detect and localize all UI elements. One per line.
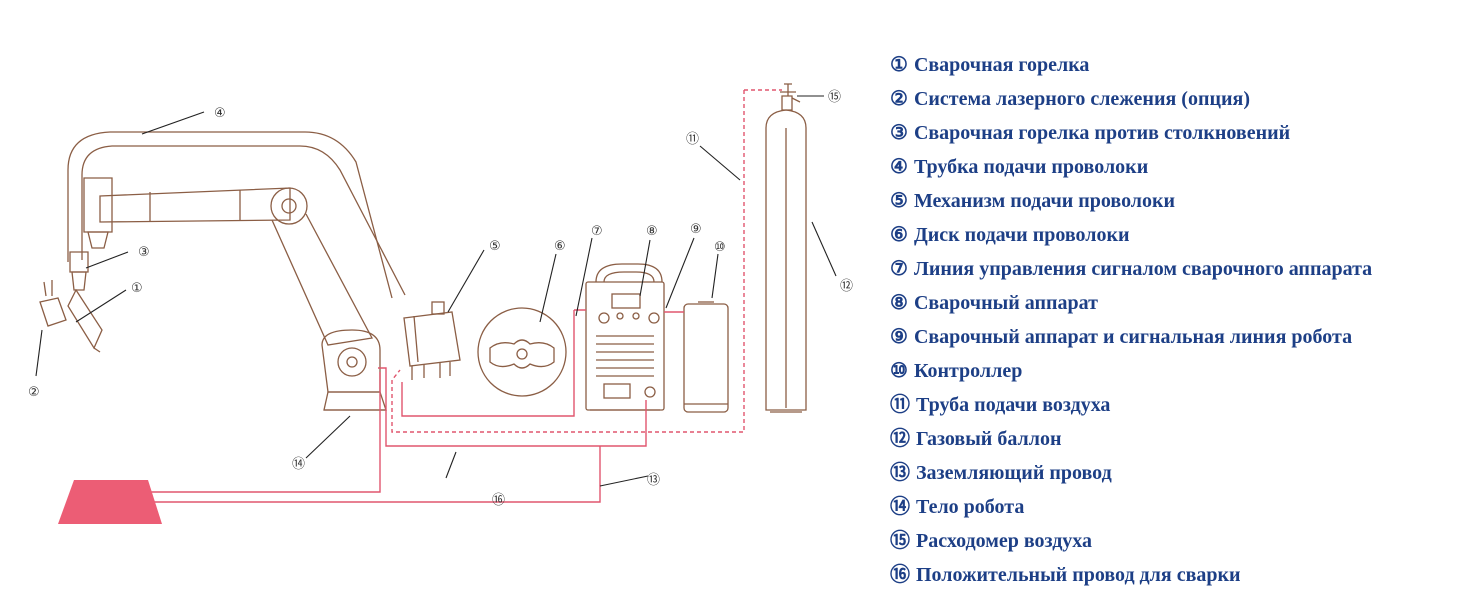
- legend-item: ⑬ Заземляющий провод: [890, 458, 1465, 492]
- legend-item: ⑭ Тело робота: [890, 492, 1465, 526]
- legend-label: Газовый баллон: [916, 428, 1062, 450]
- legend-number: ⑤: [890, 190, 908, 212]
- callout-3: ③: [138, 245, 150, 260]
- legend-number: ②: [890, 88, 908, 110]
- wrist-head: [83, 177, 113, 233]
- positive-welding-cable: [150, 372, 381, 493]
- system-diagram: ① ② ③ ④ ⑤ ⑥ ⑦ ⑧ ⑨ ⑩ ⑪ ⑫ ⑬ ⑭ ⑮ ⑯: [28, 83, 853, 524]
- legend-label: Диск подачи проволоки: [913, 224, 1130, 246]
- anti-collision-sensor: [69, 251, 89, 273]
- legend-number: ⑬: [890, 462, 910, 484]
- leader-lines: [35, 95, 837, 487]
- callout-11: ⑪: [686, 132, 699, 147]
- legend-label: Сварочный аппарат: [913, 292, 1098, 314]
- legend-number: ⑫: [890, 428, 910, 450]
- legend-label: Механизм подачи проволоки: [913, 190, 1176, 212]
- legend-number: ⑯: [890, 564, 910, 586]
- welding-machine: [585, 263, 665, 411]
- wire-feed-tube: [81, 145, 406, 296]
- legend-label: Тело робота: [916, 496, 1025, 518]
- legend-label: Сварочная горелка против столкновений: [913, 122, 1291, 144]
- wire-feeder: [403, 301, 461, 380]
- callout-7: ⑦: [591, 224, 603, 239]
- callouts: ① ② ③ ④ ⑤ ⑥ ⑦ ⑧ ⑨ ⑩ ⑪ ⑫ ⑬ ⑭ ⑮ ⑯: [28, 90, 853, 508]
- legend-number: ⑮: [890, 530, 910, 552]
- callout-8: ⑧: [646, 224, 658, 239]
- callout-1: ①: [131, 281, 143, 296]
- wire-feed-tube-inner: [67, 131, 393, 299]
- robot-base: [323, 391, 387, 411]
- legend-number: ③: [890, 122, 908, 144]
- elbow-joint: [270, 187, 308, 225]
- legend-number: ⑥: [890, 224, 908, 246]
- callout-2: ②: [28, 385, 40, 400]
- legend-item: ⑮ Расходомер воздуха: [890, 526, 1465, 560]
- legend-number: ⑦: [890, 258, 908, 280]
- legend-number: ⑩: [890, 360, 908, 382]
- legend-label: Положительный провод для сварки: [916, 564, 1241, 586]
- forearm: [271, 213, 374, 346]
- callout-13: ⑬: [647, 473, 660, 488]
- legend-number: ⑨: [890, 326, 908, 348]
- callout-6: ⑥: [554, 239, 566, 254]
- callout-16: ⑯: [492, 493, 505, 508]
- legend-label: Трубка подачи проволоки: [913, 156, 1149, 178]
- callout-15: ⑮: [828, 90, 841, 105]
- gas-supply-pipe: [391, 90, 745, 433]
- legend-item: ⑯ Положительный провод для сварки: [890, 560, 1465, 594]
- legend-label: Заземляющий провод: [916, 462, 1112, 484]
- callout-4: ④: [214, 106, 226, 121]
- welding-torch: [67, 288, 103, 350]
- workpiece: [58, 480, 162, 524]
- legend-label: Сварочный аппарат и сигнальная линия роб…: [913, 326, 1353, 348]
- shoulder-housing: [321, 329, 381, 393]
- gas-cylinder: [765, 83, 807, 413]
- callout-14: ⑭: [292, 457, 305, 472]
- legend-number: ④: [890, 156, 908, 178]
- legend-label: Линия управления сигналом сварочного апп…: [913, 258, 1373, 280]
- legend-item: ⑫ Газовый баллон: [890, 424, 1465, 458]
- legend-label: Труба подачи воздуха: [916, 394, 1111, 416]
- wire-spool: [477, 307, 567, 397]
- cables: [150, 89, 782, 503]
- laser-tracker: [39, 297, 67, 327]
- upper-arm: [99, 187, 291, 223]
- callout-9: ⑨: [690, 222, 702, 237]
- robot-arm: [39, 131, 406, 411]
- welder-signal-line: [401, 309, 586, 417]
- legend-number: ⑧: [890, 292, 908, 314]
- legend-number: ①: [890, 54, 908, 76]
- controller: [683, 301, 729, 413]
- legend-number: ⑪: [890, 394, 910, 416]
- legend-label: Расходомер воздуха: [916, 530, 1093, 552]
- legend-number: ⑭: [890, 496, 910, 518]
- shoulder-joint: [337, 347, 367, 377]
- callout-12: ⑫: [840, 279, 853, 294]
- legend-label: Система лазерного слежения (опция): [913, 88, 1251, 110]
- legend-item: ⑪ Труба подачи воздуха: [890, 390, 1465, 424]
- legend-label: Контроллер: [913, 360, 1023, 382]
- callout-5: ⑤: [489, 239, 501, 254]
- callout-10: ⑩: [714, 240, 726, 255]
- legend-label: Сварочная горелка: [913, 54, 1090, 76]
- ground-cable: [378, 367, 647, 447]
- flowmeter: [781, 95, 793, 111]
